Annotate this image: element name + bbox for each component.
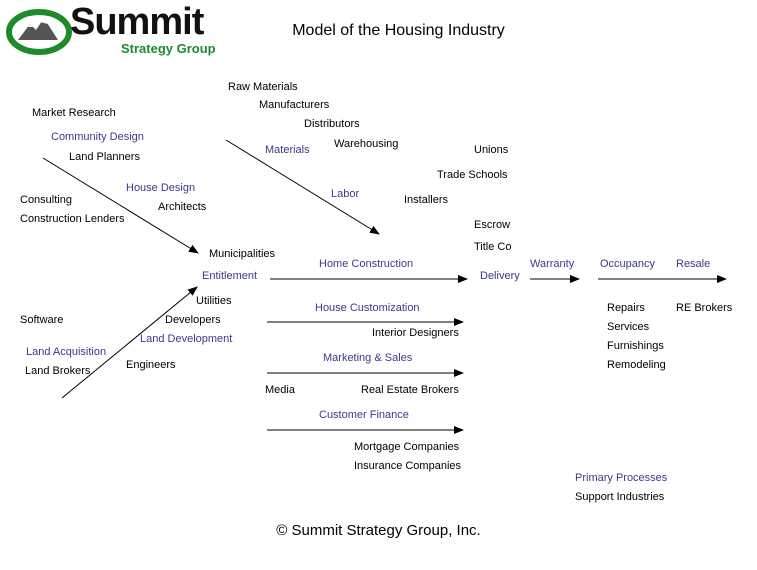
label-land-brokers: Land Brokers <box>25 365 91 377</box>
label-warehousing: Warehousing <box>334 138 399 150</box>
label-land-development: Land Development <box>140 333 233 345</box>
label-labor: Labor <box>331 188 360 200</box>
label-trade-schools: Trade Schools <box>437 169 508 181</box>
label-distributors: Distributors <box>304 118 360 130</box>
logo-wordmark: Summit <box>70 1 204 43</box>
label-architects: Architects <box>158 201 207 213</box>
label-utilities: Utilities <box>196 295 232 307</box>
label-insurance-companies: Insurance Companies <box>354 460 462 472</box>
label-warranty: Warranty <box>530 258 575 270</box>
label-land-planners: Land Planners <box>69 151 140 163</box>
copyright-notice: © Summit Strategy Group, Inc. <box>276 522 481 539</box>
label-developers: Developers <box>165 314 221 326</box>
label-market-research: Market Research <box>32 107 116 119</box>
label-customer-finance: Customer Finance <box>319 409 409 421</box>
label-occupancy: Occupancy <box>600 258 656 270</box>
label-mortgage-companies: Mortgage Companies <box>354 441 460 453</box>
label-software: Software <box>20 314 64 326</box>
page-title: Model of the Housing Industry <box>292 22 505 39</box>
mountain-swoosh-icon <box>6 9 72 55</box>
label-installers: Installers <box>404 194 449 206</box>
label-land-acquisition: Land Acquisition <box>26 346 107 358</box>
label-services: Services <box>607 321 650 333</box>
label-municipalities: Municipalities <box>209 248 276 260</box>
summit-logo: Summit Strategy Group <box>6 1 221 58</box>
label-repairs: Repairs <box>607 302 645 314</box>
label-marketing-sales: Marketing & Sales <box>323 352 413 364</box>
label-resale: Resale <box>676 258 711 270</box>
label-engineers: Engineers <box>126 359 176 371</box>
label-unions: Unions <box>474 144 509 156</box>
arrow-design-to-entitlement <box>42 157 199 254</box>
label-real-estate-brokers: Real Estate Brokers <box>361 384 459 396</box>
logo-subtitle: Strategy Group <box>121 41 216 56</box>
label-escrow: Escrow <box>474 219 511 231</box>
label-remodeling: Remodeling <box>607 359 666 371</box>
label-furnishings: Furnishings <box>607 340 664 352</box>
legend-primary-processes: Primary Processes <box>575 472 668 484</box>
label-consulting: Consulting <box>20 194 72 206</box>
label-house-design: House Design <box>126 182 196 194</box>
label-entitlement: Entitlement <box>202 270 258 282</box>
label-materials: Materials <box>265 144 310 156</box>
label-community-design: Community Design <box>51 131 144 143</box>
label-home-construction: Home Construction <box>319 258 414 270</box>
label-manufacturers: Manufacturers <box>259 99 330 111</box>
arrow-materials-labor <box>225 139 380 235</box>
label-interior-designers: Interior Designers <box>372 327 459 339</box>
label-house-customization: House Customization <box>315 302 420 314</box>
legend-support-industries: Support Industries <box>575 491 665 503</box>
label-title-co: Title Co <box>474 241 512 253</box>
label-delivery: Delivery <box>480 270 520 282</box>
arrow-land-to-entitlement <box>61 286 198 399</box>
label-construction-lenders: Construction Lenders <box>20 213 125 225</box>
label-re-brokers: RE Brokers <box>676 302 733 314</box>
label-raw-materials: Raw Materials <box>228 81 298 93</box>
label-media: Media <box>265 384 295 396</box>
